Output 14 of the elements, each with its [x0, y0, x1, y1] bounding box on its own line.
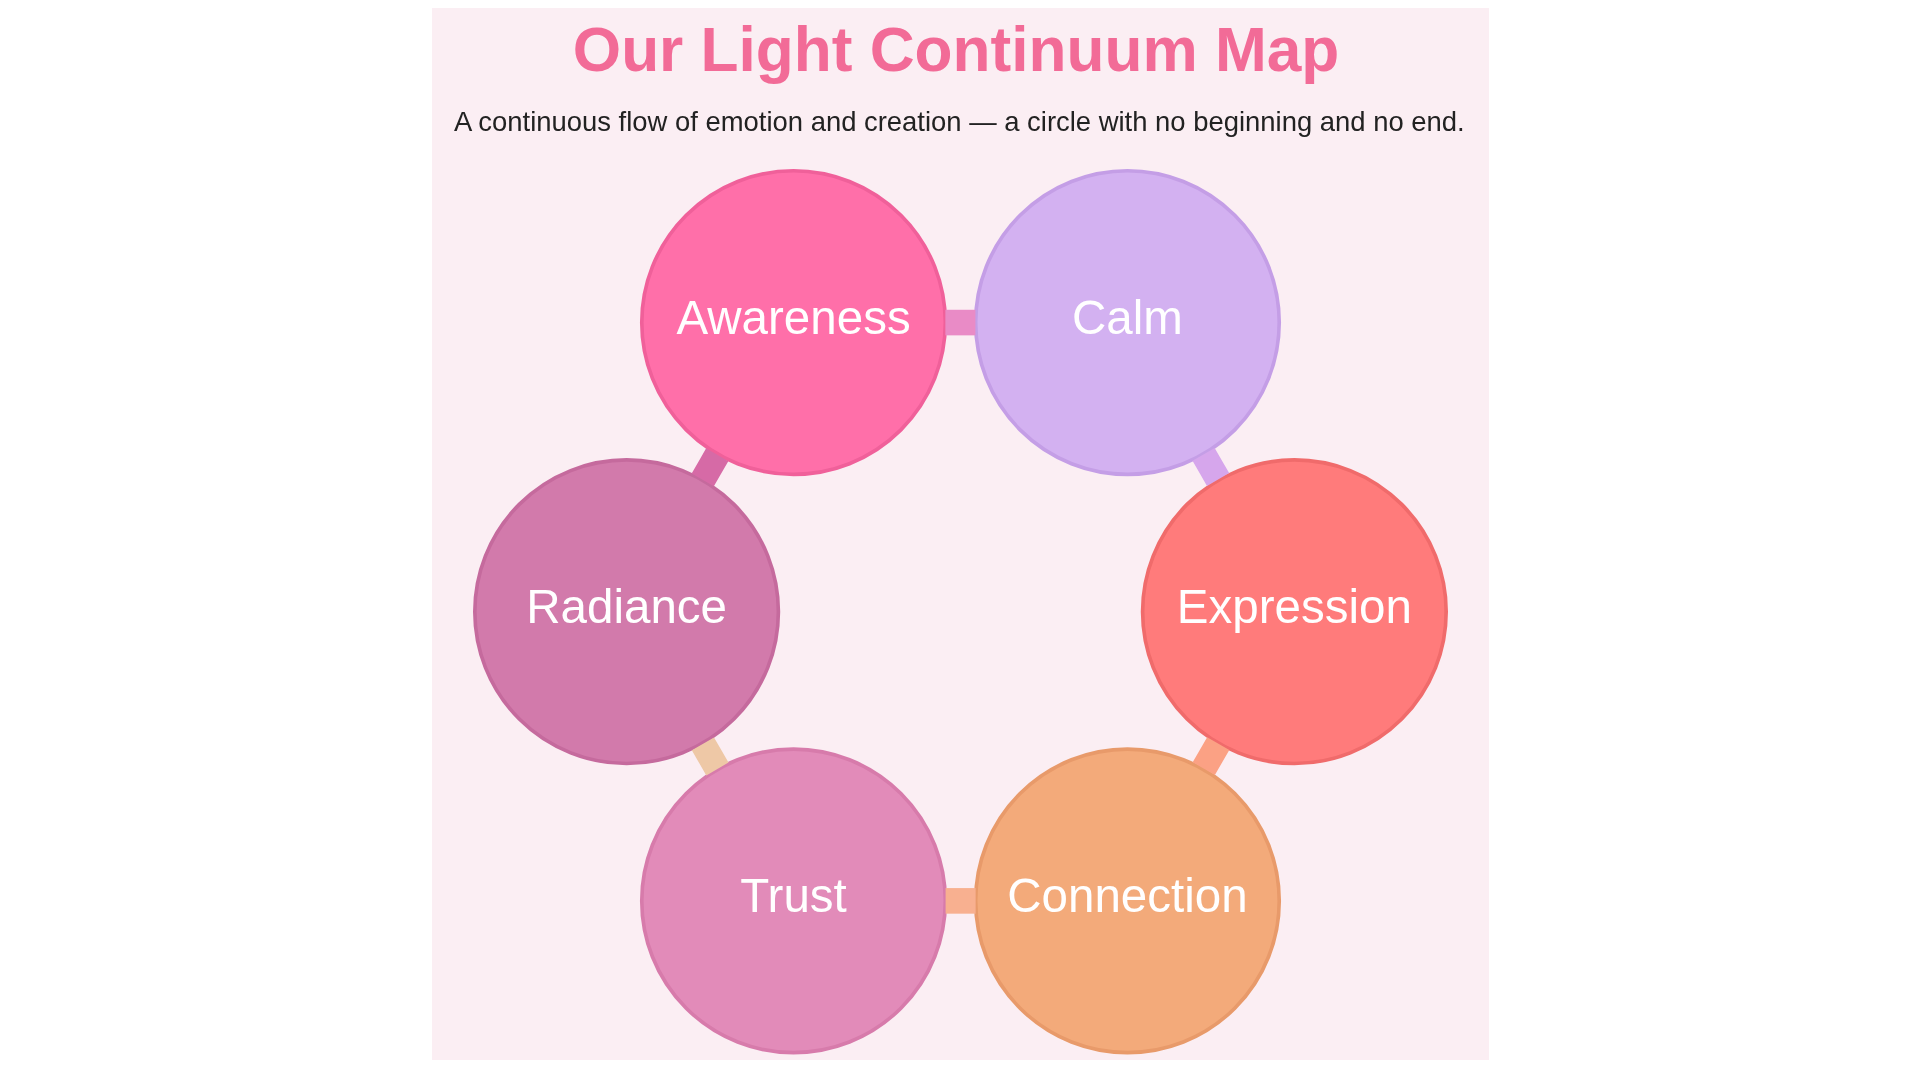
connector — [691, 448, 728, 487]
node-circle: Trust — [639, 747, 947, 1055]
connector — [691, 737, 728, 776]
caption: A continuous flow of emotion and creation — a circle with no beginning and no end. — [453, 105, 1465, 137]
node-circle: Expression — [1140, 458, 1448, 766]
node-circle: Awareness — [639, 168, 947, 477]
node-circle: Radiance — [472, 458, 780, 766]
node-circle: Connection — [973, 747, 1281, 1055]
connector — [1192, 448, 1229, 486]
diagram-title: Our Light Continuum Map — [572, 14, 1339, 84]
node-circle: Calm — [973, 168, 1281, 477]
connector — [944, 309, 975, 336]
connector — [945, 888, 976, 914]
connector — [1192, 737, 1229, 776]
